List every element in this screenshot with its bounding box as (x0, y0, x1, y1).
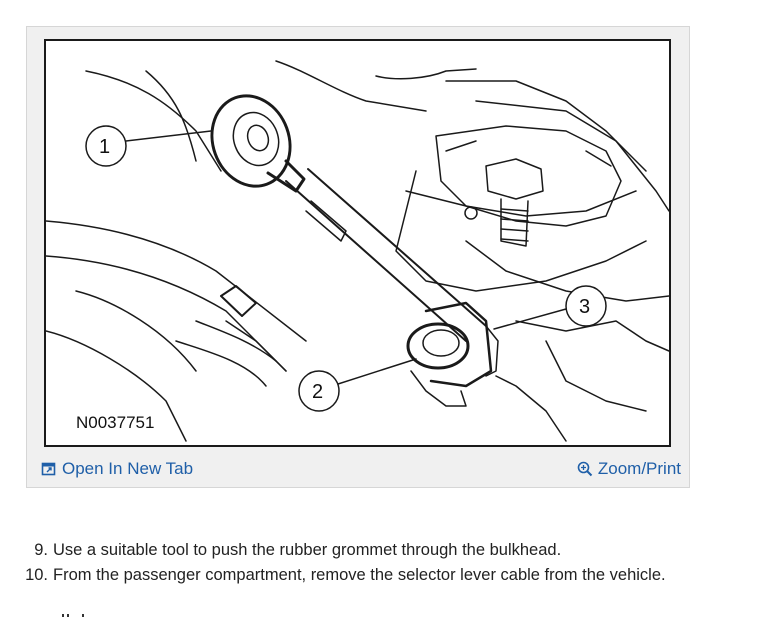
open-in-new-tab-link[interactable]: Open In New Tab (41, 459, 193, 479)
technical-illustration: 1 2 3 N0037751 (44, 39, 671, 447)
step-number: 10. (25, 566, 48, 584)
step-9: 9. Use a suitable tool to push the rubbe… (20, 538, 760, 563)
cut-off-text-fragment (58, 612, 98, 617)
step-text: From the passenger compartment, remove t… (53, 566, 666, 584)
figure-card: 1 2 3 N0037751 Open In New Tab (26, 26, 690, 488)
zoom-print-label: Zoom/Print (597, 459, 681, 478)
open-in-new-tab-icon (41, 461, 57, 477)
procedure-steps: 9. Use a suitable tool to push the rubbe… (20, 538, 760, 588)
open-in-new-tab-label: Open In New Tab (62, 459, 194, 478)
step-text: Use a suitable tool to push the rubber g… (53, 541, 562, 559)
callout-1-number: 1 (99, 136, 110, 158)
callout-2-number: 2 (312, 381, 323, 403)
illustration-drawing: 1 2 3 (46, 60, 669, 442)
callout-3-number: 3 (579, 296, 590, 318)
figure-id-label: N0037751 (76, 413, 155, 432)
zoom-icon (577, 461, 593, 477)
step-10: 10. From the passenger compartment, remo… (20, 563, 760, 588)
step-number: 9. (34, 541, 48, 559)
figure-link-bar: Open In New Tab Zoom/Print (27, 457, 689, 483)
zoom-print-link[interactable]: Zoom/Print (577, 459, 681, 479)
